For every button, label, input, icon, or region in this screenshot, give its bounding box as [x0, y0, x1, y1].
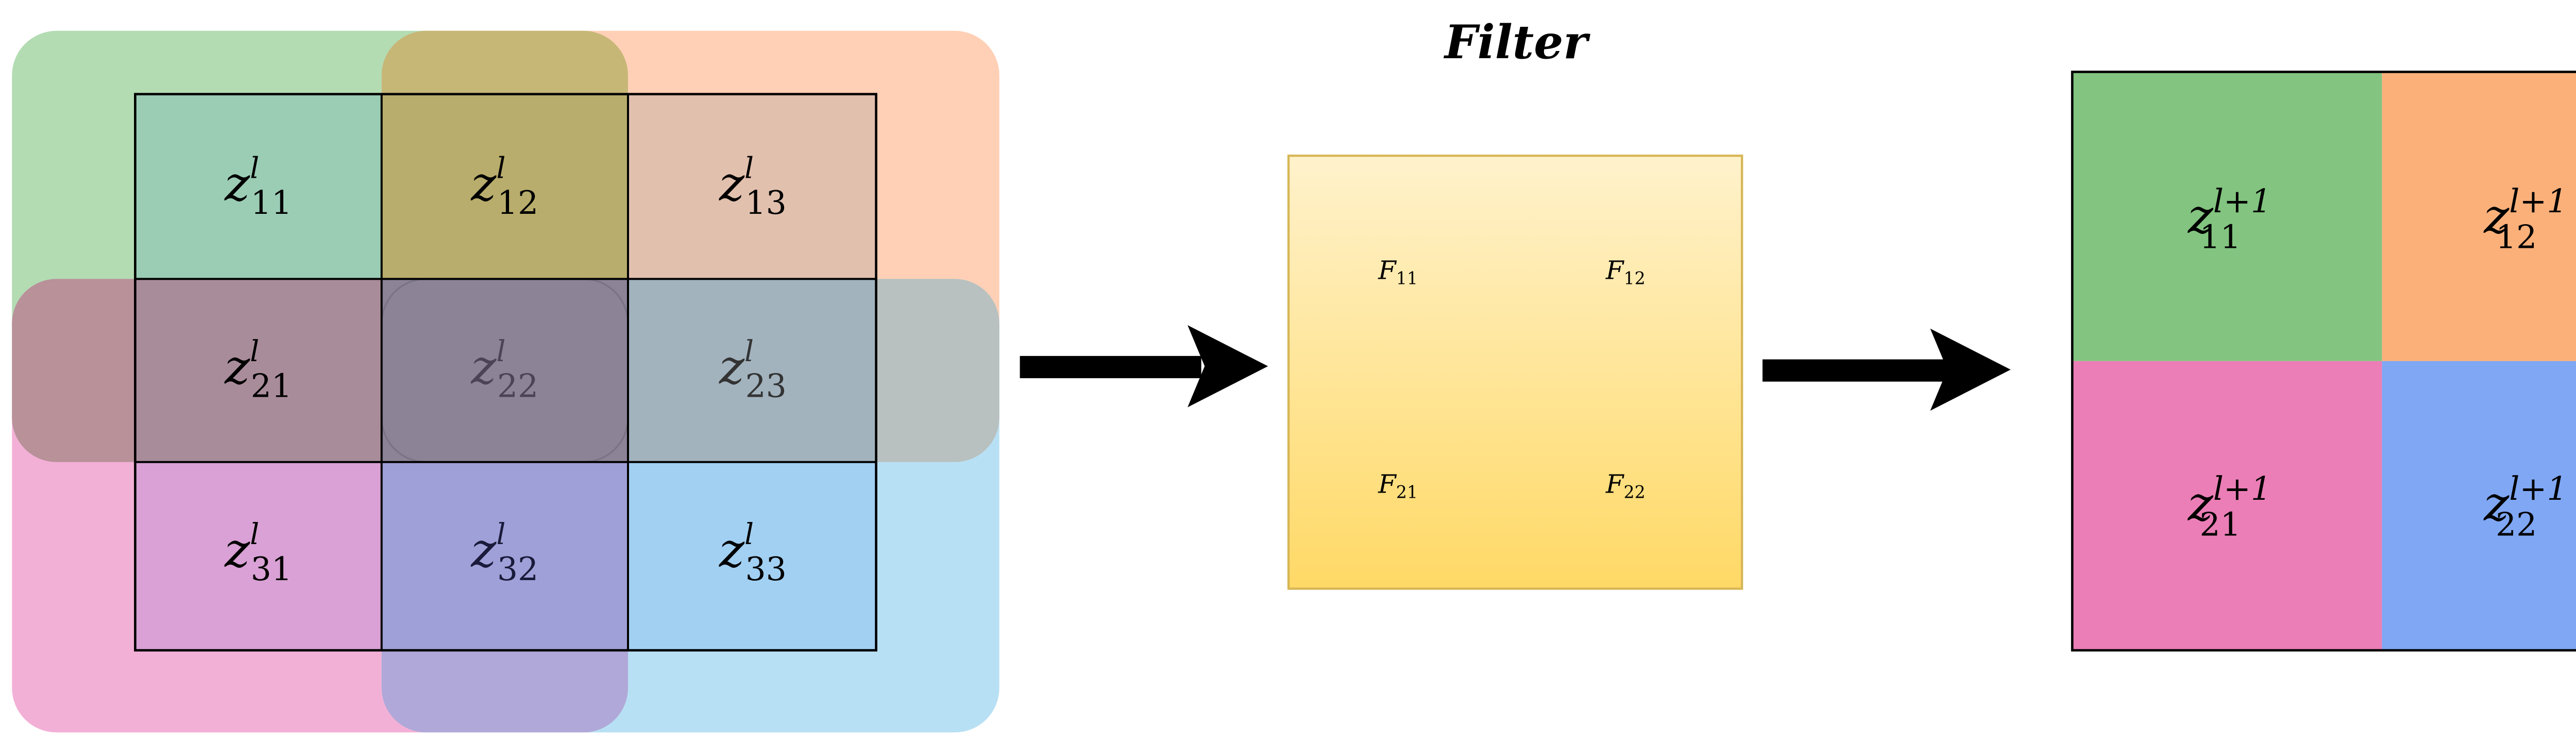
input-cell-31 [135, 462, 382, 651]
filter-label-11: F11 [1378, 255, 1418, 288]
input-cell-12 [381, 94, 628, 279]
input-cell-11 [135, 94, 382, 279]
input-cell-32 [381, 462, 628, 651]
input-cell-22 [381, 279, 628, 462]
filter-box [1287, 155, 1743, 590]
filter-kernel: F11 F12 F21 F22 [1287, 155, 1743, 590]
input-cell-13 [628, 94, 876, 279]
output-cell-12 [2382, 72, 2576, 361]
output-cell-21 [2072, 361, 2382, 651]
input-cell-33 [628, 462, 876, 651]
input-cell-21 [135, 279, 382, 462]
input-grid-lines [135, 94, 876, 651]
filter-label-22: F22 [1605, 469, 1646, 502]
arrow-right-icon [1020, 325, 1268, 408]
arrow-right-icon [1762, 328, 2011, 411]
filter-label-12: F12 [1605, 255, 1646, 288]
filter-label-21: F21 [1378, 469, 1418, 502]
input-grid [135, 94, 876, 651]
input-cell-23 [628, 279, 876, 462]
filter-title: Filter [1443, 15, 1590, 70]
input-grid-border [134, 93, 877, 652]
filter-labels: F11 F12 F21 F22 [1378, 255, 1646, 502]
output-grid-border [2071, 71, 2576, 652]
output-cell-11 [2072, 72, 2382, 361]
output-cell-22 [2382, 361, 2576, 651]
